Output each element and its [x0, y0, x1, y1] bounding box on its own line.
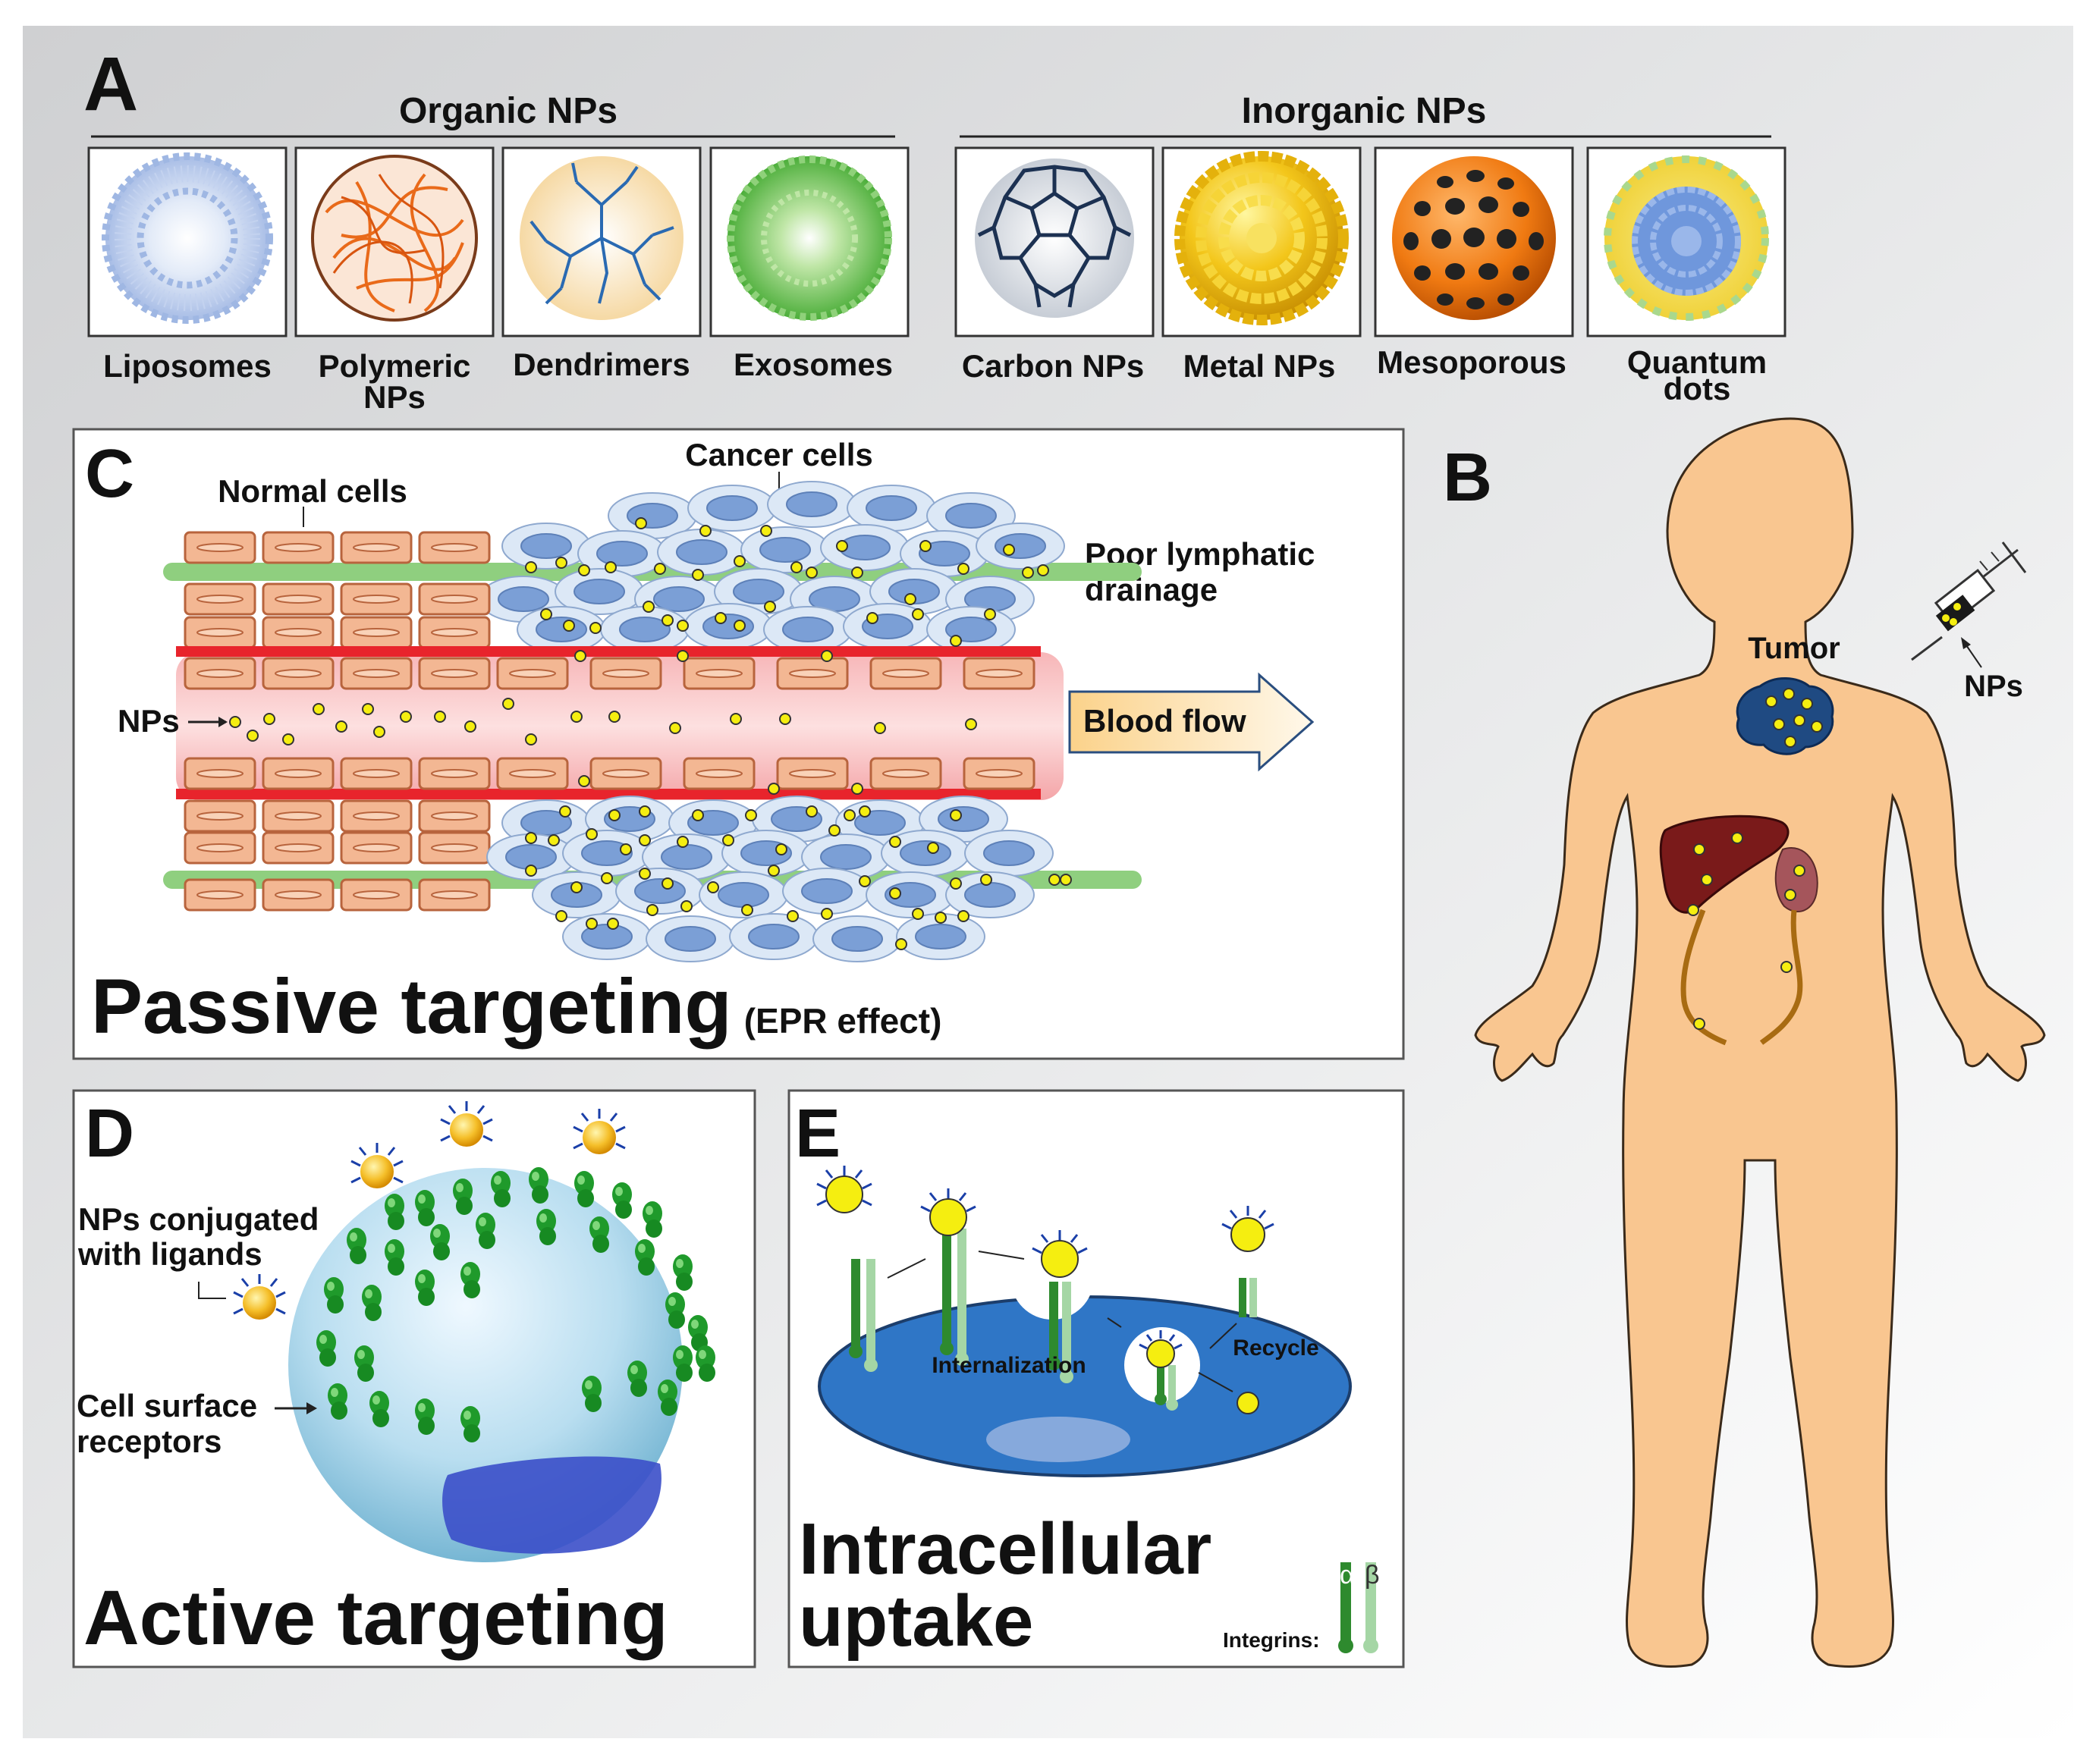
- passive-targeting-title: Passive targeting (EPR effect): [91, 963, 941, 1050]
- intracellular-title-2: uptake: [799, 1580, 1033, 1662]
- label-polymeric-1: Polymeric: [319, 348, 471, 384]
- metal-np-icon: [1174, 151, 1349, 325]
- vessel-wall-bottom: [176, 789, 1041, 799]
- panel-d-letter: D: [85, 1096, 134, 1172]
- passive-title-main: Passive targeting: [91, 963, 732, 1050]
- liver-icon: [1659, 815, 1790, 914]
- label-quantum-2: dots: [1664, 371, 1731, 406]
- label-polymeric-2: NPs: [363, 379, 426, 415]
- nps-conjugated-label-1: NPs conjugated: [78, 1201, 319, 1237]
- alpha-label: α: [1340, 1561, 1355, 1590]
- receptor-label-1: Cell surface: [77, 1388, 257, 1423]
- quantum-dot-icon: [1604, 155, 1769, 321]
- tile-carbon: [954, 146, 1155, 337]
- label-exosomes: Exosomes: [734, 347, 893, 382]
- ureter-left: [1680, 909, 1727, 1046]
- targeted-nanoparticles: [233, 1101, 626, 1320]
- human-body-silhouette: [1474, 417, 2046, 1668]
- pathway-arrows: [887, 1251, 1237, 1392]
- carbon-np-icon: [975, 159, 1134, 318]
- internalization-label: Internalization: [932, 1353, 1086, 1378]
- tumor-mass-bottom: [486, 796, 1054, 962]
- passive-title-sub: (EPR effect): [744, 1001, 942, 1041]
- syringe-arrowhead: [1961, 637, 1971, 649]
- tile-exosomes: [709, 146, 910, 337]
- tile-liposomes: [87, 146, 288, 337]
- label-carbon: Carbon NPs: [962, 348, 1144, 384]
- tile-metal: [1161, 146, 1362, 337]
- nps-conjugated-label-2: with ligands: [77, 1236, 262, 1272]
- integrin-nps: [816, 1166, 1274, 1414]
- tile-polymeric: [294, 146, 495, 337]
- tile-dendrimers: [501, 146, 702, 337]
- dendrimer-icon: [520, 156, 683, 320]
- exosome-icon: [727, 155, 892, 321]
- syringe-icon: [1911, 541, 2027, 661]
- endothelial-cells-bottom: [184, 757, 1035, 790]
- cell-nucleus-e: [986, 1417, 1130, 1462]
- panel-e: E: [787, 1089, 1405, 1668]
- recycle-label: Recycle: [1233, 1336, 1318, 1361]
- integrin-legend-icon: [1338, 1562, 1378, 1653]
- inorganic-header: Inorganic NPs: [1242, 91, 1487, 131]
- vessel-wall-top: [176, 646, 1041, 657]
- polymeric-np-icon: [311, 155, 478, 322]
- nps-arrowhead-c: [218, 717, 228, 727]
- panel-a-letter: A: [83, 42, 138, 127]
- panel-b: B Tumor NPs: [1443, 417, 2046, 1668]
- panel-c-letter: C: [85, 436, 134, 512]
- nps-conjugated-arrow: [198, 1282, 226, 1299]
- nps-label-b: NPs: [1964, 670, 2023, 703]
- organic-header: Organic NPs: [399, 91, 617, 131]
- label-liposomes: Liposomes: [103, 348, 272, 384]
- nps-label-c: NPs: [118, 703, 180, 739]
- ureter-right: [1759, 909, 1803, 1045]
- panel-e-letter: E: [795, 1096, 841, 1172]
- tumor-label: Tumor: [1748, 632, 1840, 665]
- tile-quantum-dots: [1586, 146, 1786, 337]
- panel-a: A Organic NPs Inorganic NPs: [83, 42, 1786, 415]
- tile-mesoporous: [1374, 146, 1574, 337]
- panel-b-letter: B: [1443, 440, 1492, 516]
- label-mesoporous: Mesoporous: [1377, 344, 1567, 380]
- cell-nucleus: [442, 1456, 661, 1554]
- label-metal: Metal NPs: [1183, 348, 1336, 384]
- tumor-icon: [1736, 677, 1834, 755]
- normal-cells-label: Normal cells: [218, 473, 407, 509]
- integrins-label: Integrins:: [1223, 1628, 1320, 1652]
- liposome-icon: [102, 152, 273, 324]
- label-dendrimers: Dendrimers: [513, 347, 690, 382]
- beta-label: β: [1365, 1561, 1380, 1590]
- panel-c: C Normal cells Cancer cells Poor lymphat…: [72, 428, 1405, 1060]
- mesoporous-icon: [1392, 156, 1556, 320]
- active-targeting-title: Active targeting: [83, 1574, 668, 1661]
- receptor-label-2: receptors: [77, 1423, 222, 1459]
- panel-d: D NPs conjugated with ligands Cell surfa…: [72, 1089, 756, 1668]
- label-quantum-1: Quantum: [1627, 344, 1767, 380]
- receptor-arrowhead: [306, 1402, 317, 1414]
- blood-flow-label: Blood flow: [1083, 703, 1246, 739]
- legend-np: [243, 1286, 276, 1320]
- intracellular-title-1: Intracellular: [799, 1508, 1211, 1590]
- blood-flow-arrow: [1068, 672, 1315, 772]
- endothelial-cells-top: [184, 657, 1035, 690]
- cancer-cells-label: Cancer cells: [685, 437, 873, 472]
